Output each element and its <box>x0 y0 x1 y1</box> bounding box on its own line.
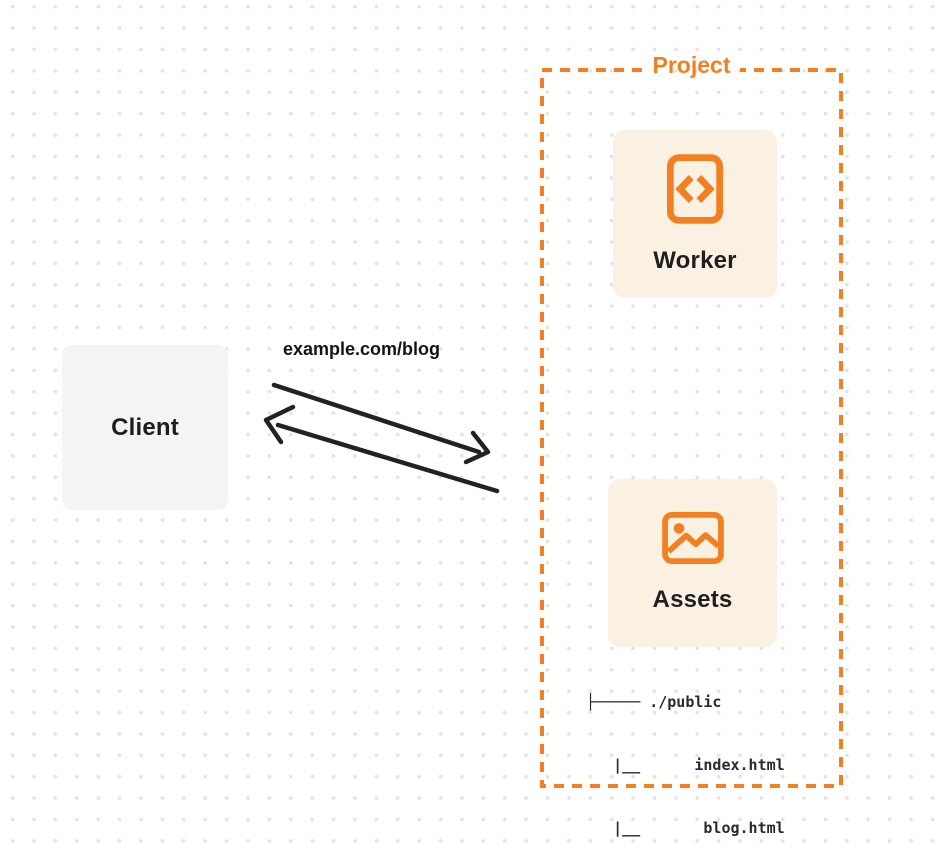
assets-node: Assets <box>608 479 777 647</box>
client-label: Client <box>111 413 179 441</box>
code-file-icon <box>666 154 724 224</box>
assets-label: Assets <box>652 586 733 613</box>
worker-node: Worker <box>613 130 777 298</box>
assets-file-tree: ├───── ./public |__ index.html |__ blog.… <box>586 650 785 860</box>
file-tree-item: |__ blog.html <box>586 819 785 837</box>
worker-label: Worker <box>653 247 737 274</box>
project-title: Project <box>652 52 731 78</box>
image-icon <box>661 512 724 564</box>
client-node: Client <box>62 345 228 510</box>
response-arrow <box>263 404 500 494</box>
file-tree-item: |__ index.html <box>586 756 785 774</box>
project-title-wrap: Project <box>540 52 843 79</box>
request-arrow <box>271 382 491 465</box>
file-tree-root: ├───── ./public <box>586 693 722 711</box>
request-url-label: example.com/blog <box>283 339 441 359</box>
